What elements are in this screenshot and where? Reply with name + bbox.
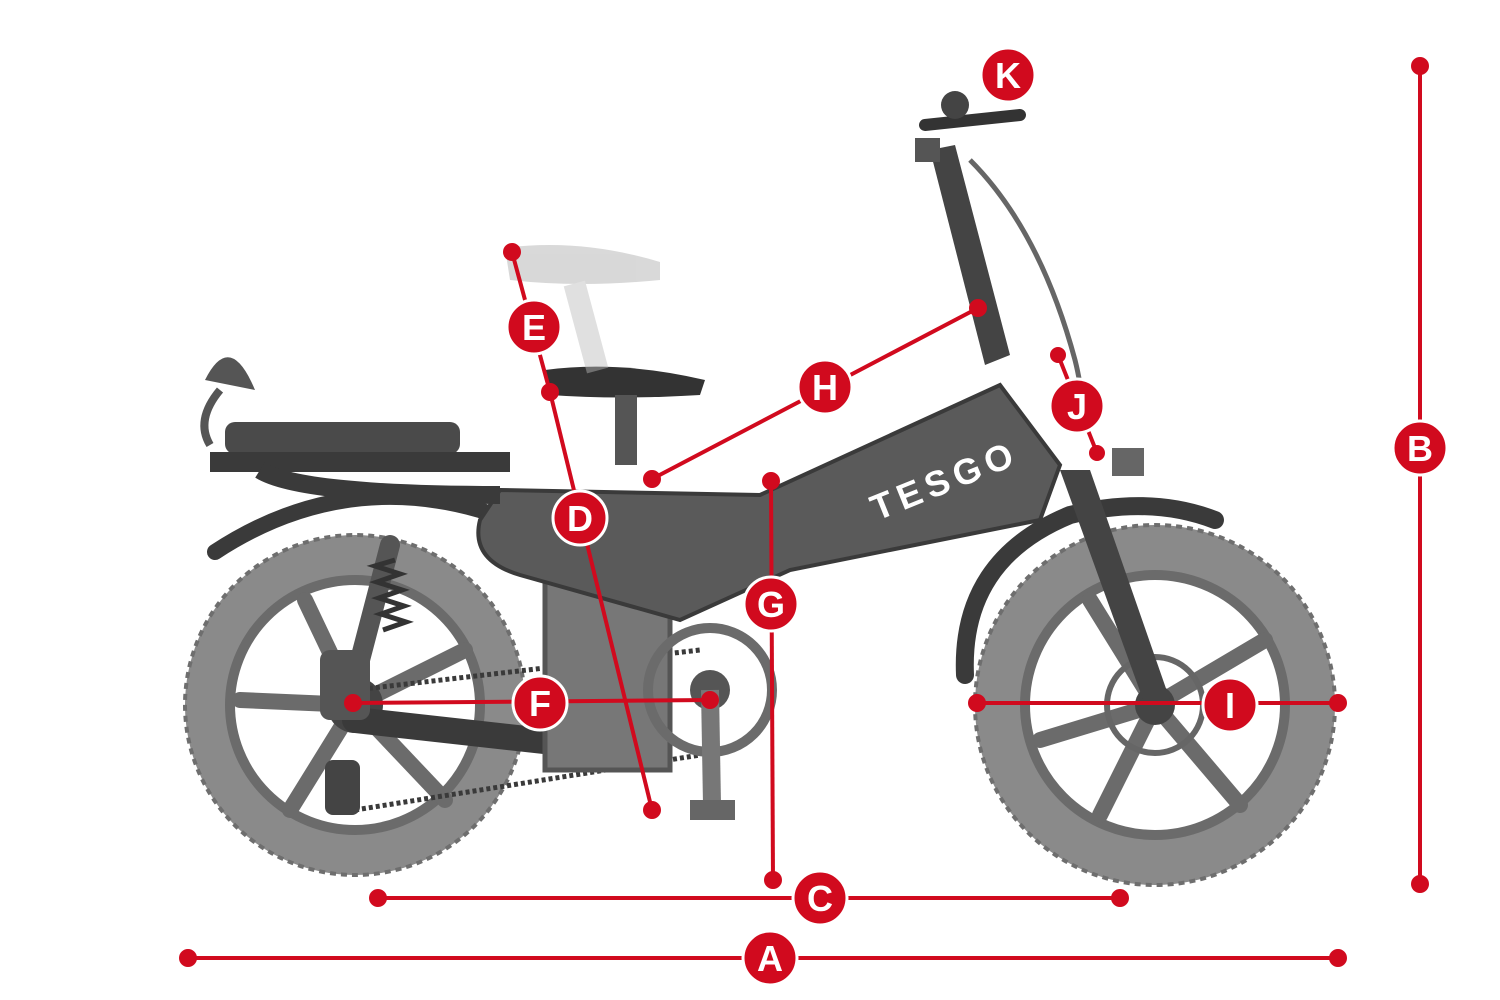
seat-lowered — [545, 366, 705, 465]
svg-text:I: I — [1225, 685, 1235, 726]
svg-text:D: D — [567, 498, 593, 539]
svg-text:F: F — [529, 683, 551, 724]
svg-text:K: K — [995, 55, 1021, 96]
marker-a: A — [741, 929, 799, 987]
label-markers: A B C D E F G H — [505, 46, 1449, 987]
marker-k: K — [979, 46, 1037, 104]
marker-c: C — [791, 869, 849, 927]
front-fender — [955, 497, 1224, 684]
svg-text:B: B — [1407, 428, 1433, 469]
handlebar — [915, 91, 1026, 162]
marker-b: B — [1391, 419, 1449, 477]
marker-d: D — [551, 489, 609, 547]
marker-j: J — [1048, 377, 1106, 435]
dimension-line-g — [762, 472, 782, 889]
svg-text:G: G — [757, 584, 785, 625]
marker-e: E — [505, 298, 563, 356]
dimension-line-c — [369, 889, 1129, 907]
svg-text:J: J — [1067, 386, 1087, 427]
svg-text:H: H — [812, 367, 838, 408]
seat-raised — [505, 245, 660, 374]
marker-g: G — [742, 575, 800, 633]
svg-text:A: A — [757, 938, 783, 979]
marker-f: F — [511, 674, 569, 732]
dimension-line-i — [968, 694, 1347, 712]
svg-text:E: E — [522, 307, 546, 348]
handlebar-stem — [930, 145, 1010, 365]
rear-shock — [350, 535, 414, 670]
marker-i: I — [1201, 676, 1259, 734]
svg-text:C: C — [807, 878, 833, 919]
backrest — [200, 357, 255, 448]
ebike-illustration: TESGO — [183, 91, 1337, 887]
headlight — [1112, 448, 1144, 476]
rear-rack — [210, 422, 510, 504]
marker-h: H — [796, 358, 854, 416]
front-fork — [1060, 470, 1170, 705]
